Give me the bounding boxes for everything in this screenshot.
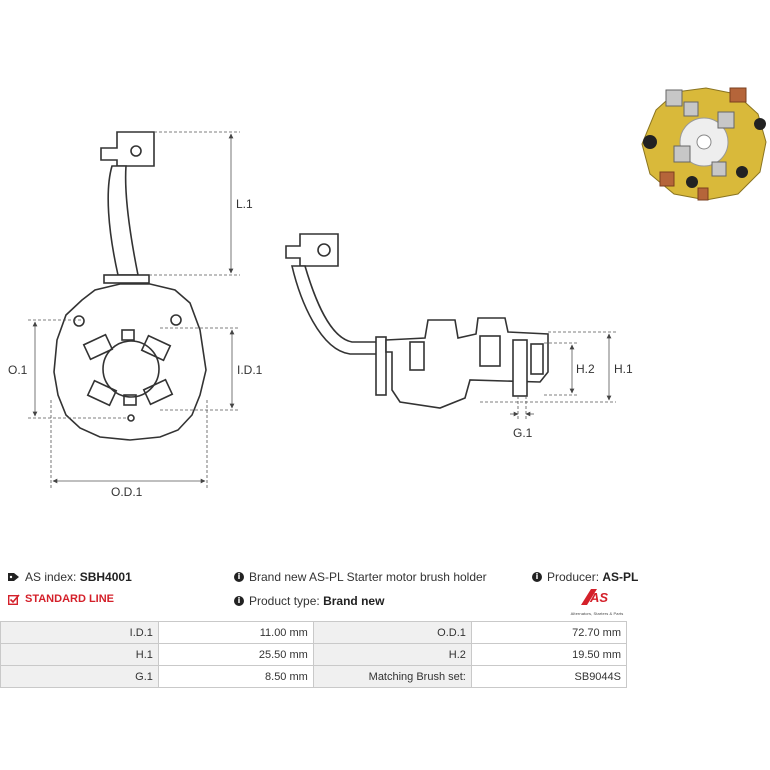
product-photo [641,87,767,201]
producer-value: AS-PL [602,570,639,584]
dim-label-l1: L.1 [236,197,253,211]
spec-label: Matching Brush set: [312,665,472,688]
dim-label-g1: G.1 [513,426,533,440]
checkbox-checked-icon [8,593,20,605]
product-type: i Product type: Brand new [234,594,384,608]
side-dimensions [480,331,616,420]
side-view [285,233,549,409]
info-icon: i [532,572,542,582]
spec-label: H.1 [0,643,159,666]
as-index-label: AS index: [25,570,77,584]
table-row: I.D.1 11.00 mm O.D.1 72.70 mm [0,621,628,644]
logo-text: AS [589,590,608,605]
as-logo-mark: AS [581,589,608,605]
dim-label-o1: O.1 [8,363,28,377]
logo-tagline: Alternators, Starters & Parts [570,611,624,616]
dim-label-h1: H.1 [614,362,633,376]
dim-label-od1: O.D.1 [111,485,143,499]
specs-table: I.D.1 11.00 mm O.D.1 72.70 mm H.1 25.50 … [0,621,628,688]
as-index-value: SBH4001 [79,570,132,584]
technical-drawing: L.1 O.1 I.D.1 O.D.1 H.2 H.1 G.1 [8,131,633,499]
as-index: AS index: SBH4001 [8,570,132,584]
producer: i Producer: AS-PL [532,570,638,584]
spec-value: 72.70 mm [470,621,628,644]
tag-icon [8,573,19,581]
product-description: i Brand new AS-PL Starter motor brush ho… [234,570,487,584]
standard-line-text: STANDARD LINE [25,593,115,605]
spec-value: 11.00 mm [157,621,314,644]
table-row: G.1 8.50 mm Matching Brush set: SB9044S [0,665,628,688]
as-pl-logo: AS Alternators, Starters & Parts [562,588,632,616]
spec-value: 25.50 mm [157,643,314,666]
spec-value: SB9044S [470,665,628,688]
product-type-label: Product type: [249,594,320,608]
spec-value: 8.50 mm [157,665,314,688]
spec-label: G.1 [0,665,159,688]
description-text: Brand new AS-PL Starter motor brush hold… [249,570,487,584]
info-icon: i [234,572,244,582]
product-info: AS index: SBH4001 STANDARD LINE i Brand … [0,560,770,620]
spec-value: 19.50 mm [470,643,628,666]
dim-label-h2: H.2 [576,362,595,376]
spec-label: I.D.1 [0,621,159,644]
producer-label: Producer: [547,570,600,584]
table-row: H.1 25.50 mm H.2 19.50 mm [0,643,628,666]
spec-label: H.2 [312,643,472,666]
dim-label-id1: I.D.1 [237,363,263,377]
standard-line: STANDARD LINE [8,593,114,605]
info-icon: i [234,596,244,606]
front-dimensions [28,131,240,488]
spec-label: O.D.1 [312,621,472,644]
product-type-value: Brand new [323,594,385,608]
front-view [53,131,207,441]
